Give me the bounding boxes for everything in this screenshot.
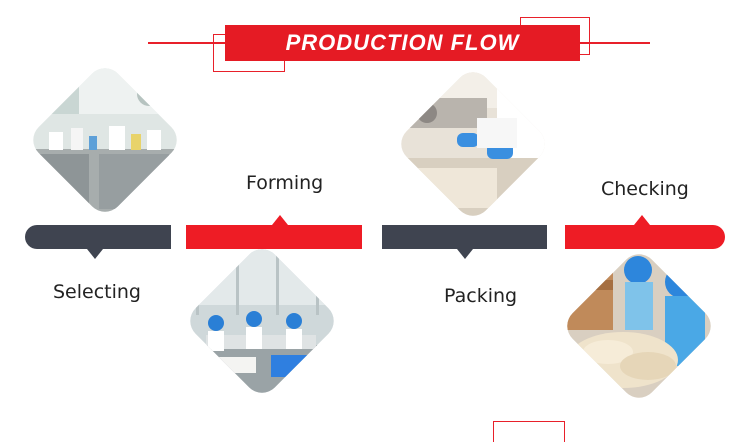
page-title: PRODUCTION FLOW — [285, 30, 520, 55]
timeline-segment-forming — [186, 225, 362, 249]
selecting-photo — [25, 60, 185, 220]
forming-pointer — [272, 215, 288, 225]
bottom-frame-fragment — [493, 421, 565, 442]
selecting-pointer — [87, 249, 103, 259]
packing-photo — [393, 64, 553, 224]
timeline-segment-selecting — [25, 225, 171, 249]
step-label-packing: Packing — [444, 285, 518, 307]
step-label-checking: Checking — [601, 178, 689, 200]
checking-pointer — [634, 215, 650, 225]
header-line-right — [580, 42, 650, 44]
step-label-forming: Forming — [246, 172, 324, 194]
header-line-left — [148, 42, 226, 44]
header-banner: PRODUCTION FLOW — [225, 25, 580, 61]
step-label-selecting: Selecting — [53, 281, 141, 303]
timeline-segment-checking — [565, 225, 725, 249]
forming-photo — [182, 241, 342, 401]
packing-pointer — [457, 249, 473, 259]
checking-photo — [559, 246, 719, 406]
timeline-segment-packing — [382, 225, 547, 249]
